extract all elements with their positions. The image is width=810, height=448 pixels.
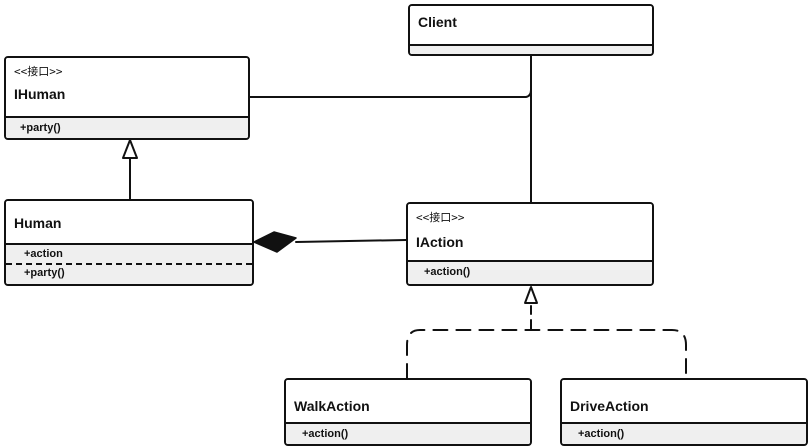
class-driveaction[interactable]: DriveAction +action() [560,378,808,446]
member-divider [6,263,252,265]
class-members: +action +party() [6,245,252,284]
class-members: +action() [286,424,530,444]
class-iaction[interactable]: <<接口>> IAction +action() [406,202,654,286]
class-stereotype: <<接口>> [14,65,63,78]
member-action-field: +action [24,248,63,260]
class-name: IAction [416,234,464,250]
realization-arrowhead [524,286,538,304]
member-action: +action() [302,428,349,440]
class-walkaction[interactable]: WalkAction +action() [284,378,532,446]
composition-diamond [253,231,297,253]
class-name: IHuman [14,86,66,102]
generalization-arrowhead [122,139,138,159]
class-name: WalkAction [294,398,370,414]
member-party: +party() [24,267,65,279]
class-name: Client [418,14,457,30]
class-human[interactable]: Human +action +party() [4,199,254,286]
class-name: Human [14,215,62,231]
ihuman-client-association [249,89,532,98]
class-members [410,46,652,54]
realization-tree [406,329,687,379]
class-client[interactable]: Client [408,4,654,56]
member-action: +action() [578,428,625,440]
class-ihuman[interactable]: <<接口>> IHuman +party() [4,56,250,140]
iaction-human-composition-line [295,239,407,243]
member-party: +party() [20,122,61,134]
class-name: DriveAction [570,398,649,414]
class-members: +action() [408,262,652,284]
class-members: +party() [6,118,248,138]
class-members: +action() [562,424,806,444]
member-action: +action() [424,266,471,278]
class-stereotype: <<接口>> [416,211,465,224]
